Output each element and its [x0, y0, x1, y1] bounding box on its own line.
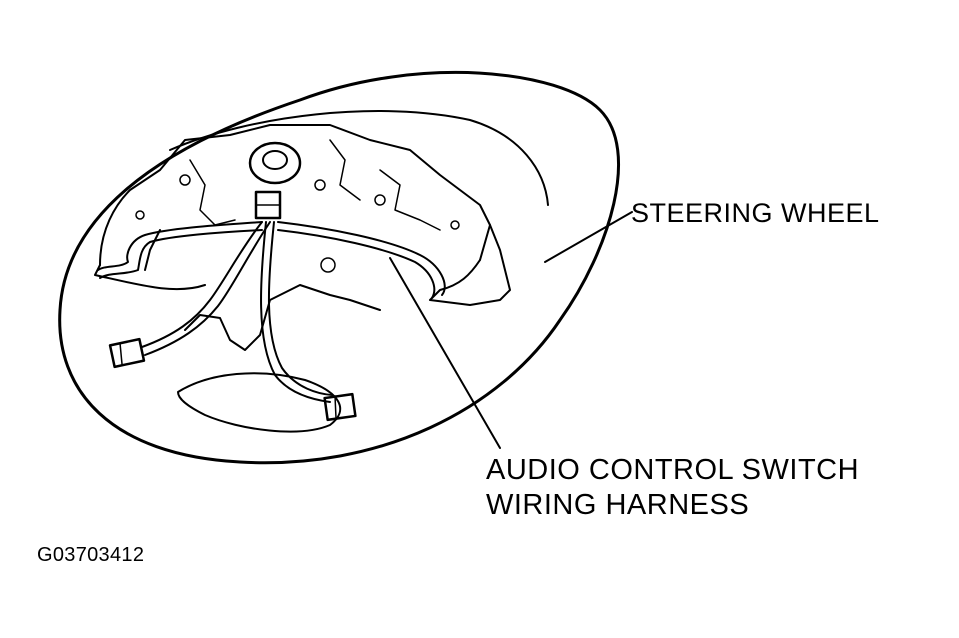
hub-boss: [248, 141, 302, 185]
harness-leader: [389, 257, 501, 449]
figure-id: G03703412: [37, 544, 145, 566]
harness-label-line1: AUDIO CONTROL SWITCH: [486, 454, 860, 486]
connector-lower-right: [323, 392, 357, 422]
steering-wheel-label: STEERING WHEEL: [631, 198, 880, 228]
harness-label: AUDIO CONTROL SWITCH WIRING HARNESS: [486, 453, 859, 523]
steering-wheel-rim: [58, 70, 621, 465]
wiring-harness: [97, 221, 446, 403]
steering-wheel-hub: [94, 124, 511, 433]
harness-label-line2: WIRING HARNESS: [486, 489, 750, 521]
steering-wheel-leader: [544, 211, 633, 263]
connector-lower-left: [108, 337, 146, 369]
harness-center-connector: [254, 190, 282, 220]
